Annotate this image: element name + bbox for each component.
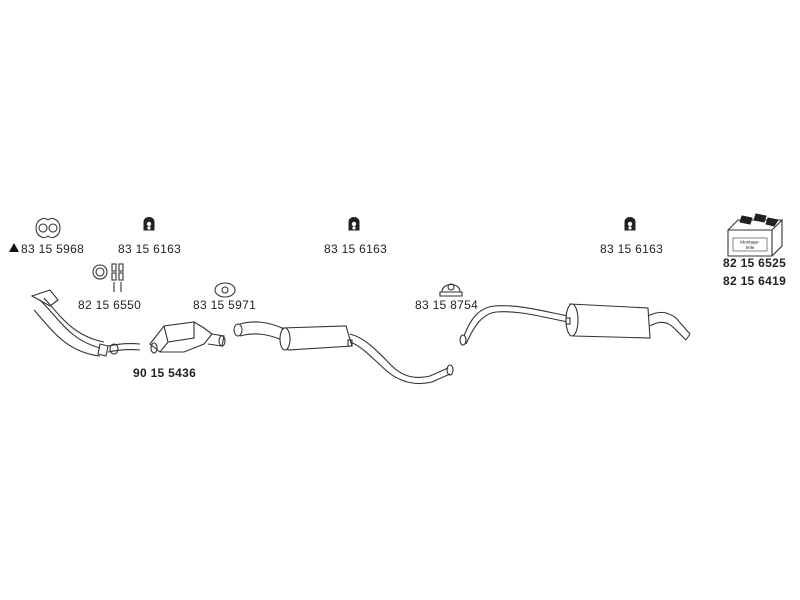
rubber-hanger-icon: [348, 217, 360, 231]
front-pipe-icon: [30, 289, 109, 357]
part-number-hanger: 83 15 6163: [600, 242, 664, 256]
svg-text:Montage-: Montage-: [740, 240, 760, 245]
svg-text:teile: teile: [746, 245, 755, 250]
part-number-hanger: 83 15 6163: [118, 242, 182, 256]
part-number-catalyst: 90 15 5436: [133, 366, 197, 380]
connector-pipe-icon: [107, 343, 141, 355]
bolts-icon: [111, 263, 124, 292]
catalytic-converter-icon: [149, 321, 226, 354]
rubber-hanger-icon: [624, 217, 636, 231]
clamp-icon: [439, 283, 463, 297]
part-number-gasket: 83 15 5968: [21, 242, 85, 256]
part-number-kit: 82 15 6525: [723, 256, 787, 270]
middle-silencer-icon: [233, 321, 454, 385]
rubber-hanger-icon: [143, 217, 155, 231]
cat-gasket-icon: [214, 282, 236, 298]
part-number-clamp: 83 15 8754: [415, 298, 479, 312]
warning-triangle-icon: [9, 243, 19, 252]
part-number-hanger: 83 15 6163: [324, 242, 388, 256]
part-number-seal-ring: 82 15 6550: [78, 298, 142, 312]
gasket-icon: [35, 217, 61, 239]
rear-silencer-icon: [459, 303, 691, 346]
part-number-cat-gasket: 83 15 5971: [193, 298, 257, 312]
part-number-kit: 82 15 6419: [723, 274, 787, 288]
fitting-kit-box-icon: Montage- teile: [727, 213, 784, 257]
seal-ring-icon: [92, 264, 108, 280]
